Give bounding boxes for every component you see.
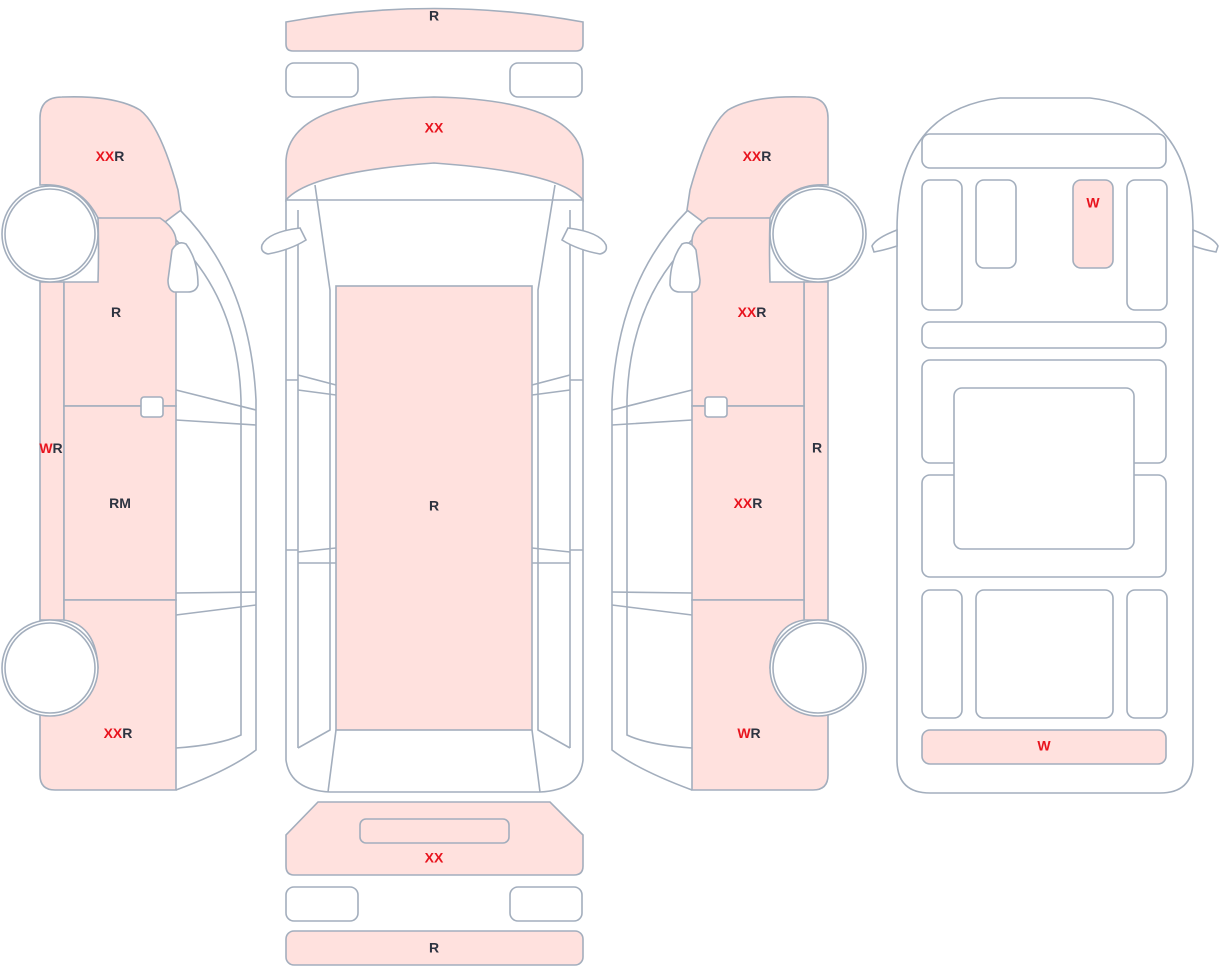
left-headlight (285, 62, 359, 98)
right-taillight (509, 886, 583, 922)
roof[interactable] (335, 285, 533, 731)
left-front-trim (921, 179, 963, 311)
left-front-door[interactable] (63, 217, 177, 407)
right-front-door-code: XXR (738, 304, 767, 320)
passenger-seat[interactable] (1072, 179, 1114, 269)
top-view: R XX R XX R (260, 7, 608, 966)
right-front-trim (1126, 179, 1168, 311)
left-front-fender-code: XXR (96, 148, 125, 164)
right-front-door[interactable] (691, 217, 805, 407)
interior-view: W W (871, 97, 1219, 794)
right-headlight (509, 62, 583, 98)
right-front-fender-code: XXR (743, 148, 772, 164)
left-taillight (285, 886, 359, 922)
left-rear-door[interactable] (63, 405, 177, 601)
left-rear-quarter-code: XXR (104, 725, 133, 741)
rear-sill[interactable] (921, 729, 1167, 765)
left-rocker-code: WR (39, 440, 62, 456)
left-front-door-code: R (111, 304, 121, 320)
passenger-seat-code: W (1086, 195, 1100, 211)
center-console (953, 387, 1135, 550)
hood-code: XX (425, 120, 444, 136)
right-rear-trim (1126, 589, 1168, 719)
center-bar (921, 321, 1167, 349)
left-front-wheel (4, 188, 96, 280)
license-plate-area (359, 818, 510, 844)
left-mirror (167, 242, 199, 293)
left-rear-trim (921, 589, 963, 719)
dashboard (921, 133, 1167, 169)
rear-bumper[interactable] (285, 930, 584, 966)
left-fuel-cap (140, 396, 164, 418)
right-rear-door-code: XXR (734, 495, 763, 511)
right-mirror (669, 242, 701, 293)
tailgate-code: XX (425, 850, 444, 866)
left-side-view: XXR R WR RM XXR (1, 95, 257, 791)
right-front-fender[interactable] (686, 95, 829, 223)
rear-bumper-code: R (429, 940, 439, 956)
front-bumper-code: R (429, 8, 439, 24)
driver-seat (975, 179, 1017, 269)
left-front-fender[interactable] (39, 95, 182, 223)
rear-sill-code: W (1037, 738, 1051, 754)
left-side-mirror-top (260, 227, 308, 255)
roof-code: R (429, 498, 439, 514)
right-rear-quarter-code: WR (737, 725, 760, 741)
right-side-view: XXR XXR R XXR WR (611, 95, 867, 791)
right-rear-door[interactable] (691, 405, 805, 601)
left-rear-door-code: RM (109, 495, 131, 511)
cargo-floor (975, 589, 1114, 719)
right-rocker-code: R (812, 440, 822, 456)
right-front-wheel (772, 188, 864, 280)
front-bumper[interactable] (285, 7, 584, 52)
right-rear-wheel (772, 622, 864, 714)
left-rear-wheel (4, 622, 96, 714)
right-side-mirror-top (560, 227, 608, 255)
hood[interactable] (285, 96, 584, 203)
right-fuel-cap (704, 396, 728, 418)
